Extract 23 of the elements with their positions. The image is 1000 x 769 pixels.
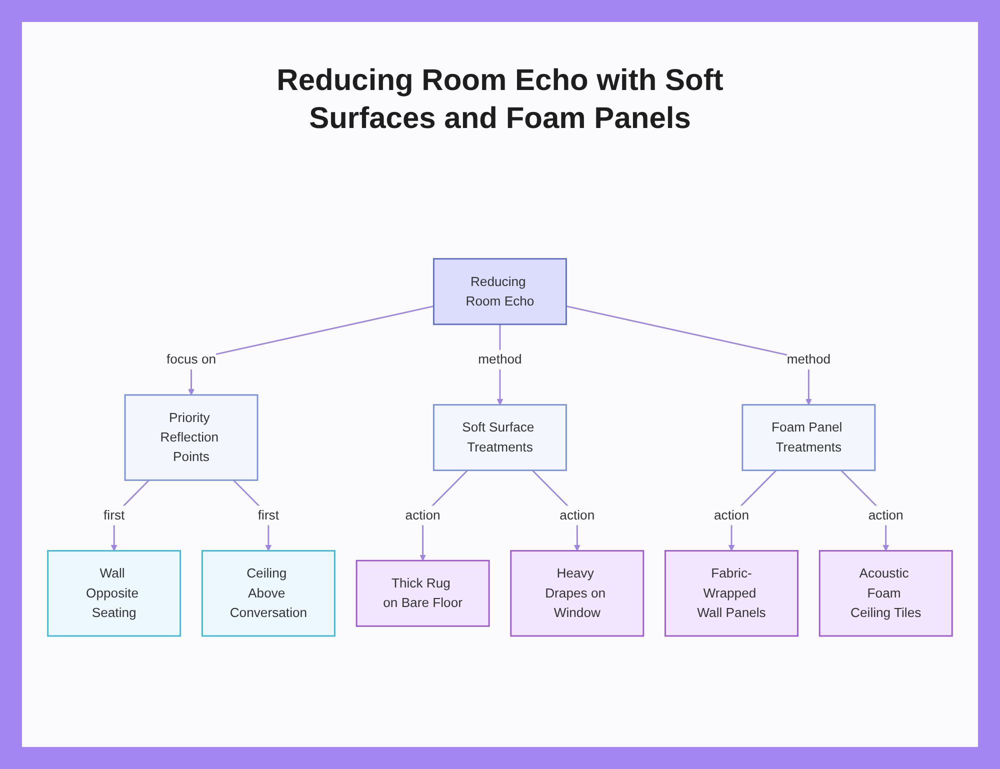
edge-label: method	[786, 352, 831, 366]
node-box: Foam Panel Treatments	[742, 404, 876, 471]
edge-label: first	[104, 507, 125, 522]
edge-label: action	[714, 507, 750, 522]
node-box: Ceiling Above Conversation	[201, 550, 336, 636]
node-box: Soft Surface Treatments	[433, 404, 567, 471]
node-box: Thick Rug on Bare Floor	[356, 559, 490, 626]
node-box: Fabric-Wrapped Wall Panels	[664, 550, 798, 636]
arrow	[566, 305, 812, 405]
edge-label: focus on	[166, 352, 216, 366]
node-box: Reducing Room Echo	[433, 258, 567, 325]
diagram-title: Reducing Room Echo with Soft Surfaces and Foam Panels	[276, 63, 724, 137]
node-box: Acoustic Foam Ceiling Tiles	[818, 550, 953, 636]
node-box: Wall Opposite Seating	[47, 550, 182, 636]
edge-label: action	[405, 507, 440, 522]
edge-label: action	[868, 507, 904, 522]
arrow	[232, 479, 272, 551]
arrow	[110, 479, 150, 551]
node-box: Heavy Drapes on Window	[510, 550, 644, 636]
edge-label: action	[560, 507, 595, 522]
node-box: Priority Reflection Points	[124, 394, 258, 480]
edge-label: method	[478, 352, 522, 366]
edge-label: first	[258, 507, 280, 522]
